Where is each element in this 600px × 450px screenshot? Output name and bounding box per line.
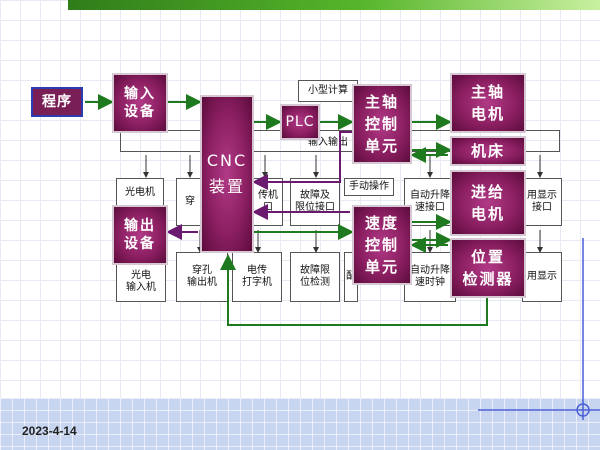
program-block: 程序 — [31, 87, 83, 117]
cnc-device-block: CNC 装置 — [200, 95, 254, 253]
top-accent-bar — [68, 0, 600, 10]
output-device-block: 输出 设备 — [112, 205, 168, 265]
display-bottom-box: 用显示 — [522, 252, 562, 302]
tape-puncher-top-box: 穿 — [176, 178, 204, 226]
photo-reader-box: 光电机 — [116, 178, 164, 208]
photo-input-box: 光电 输入机 — [116, 262, 166, 302]
display-interface-box: 用显示 接口 — [522, 178, 562, 226]
feed-motor-block: 进给 电机 — [450, 170, 526, 236]
manual-operation-box: 手动操作 — [344, 178, 394, 196]
bottom-band — [0, 398, 600, 450]
plc-block: PLC — [280, 104, 320, 140]
machine-tool-block: 机床 — [450, 136, 526, 166]
spindle-control-unit-block: 主轴 控制 单元 — [352, 84, 412, 164]
tape-punch-output-box: 穿孔 输出机 — [176, 252, 228, 302]
auto-lift-interface-box: 自动升降 速接口 — [404, 178, 456, 226]
spindle-motor-block: 主轴 电机 — [450, 73, 526, 133]
position-detector-block: 位置 检测器 — [450, 238, 526, 298]
speed-control-unit-block: 速度 控制 单元 — [352, 205, 412, 285]
slide-date: 2023-4-14 — [22, 424, 77, 438]
input-device-block: 输入 设备 — [112, 73, 168, 133]
